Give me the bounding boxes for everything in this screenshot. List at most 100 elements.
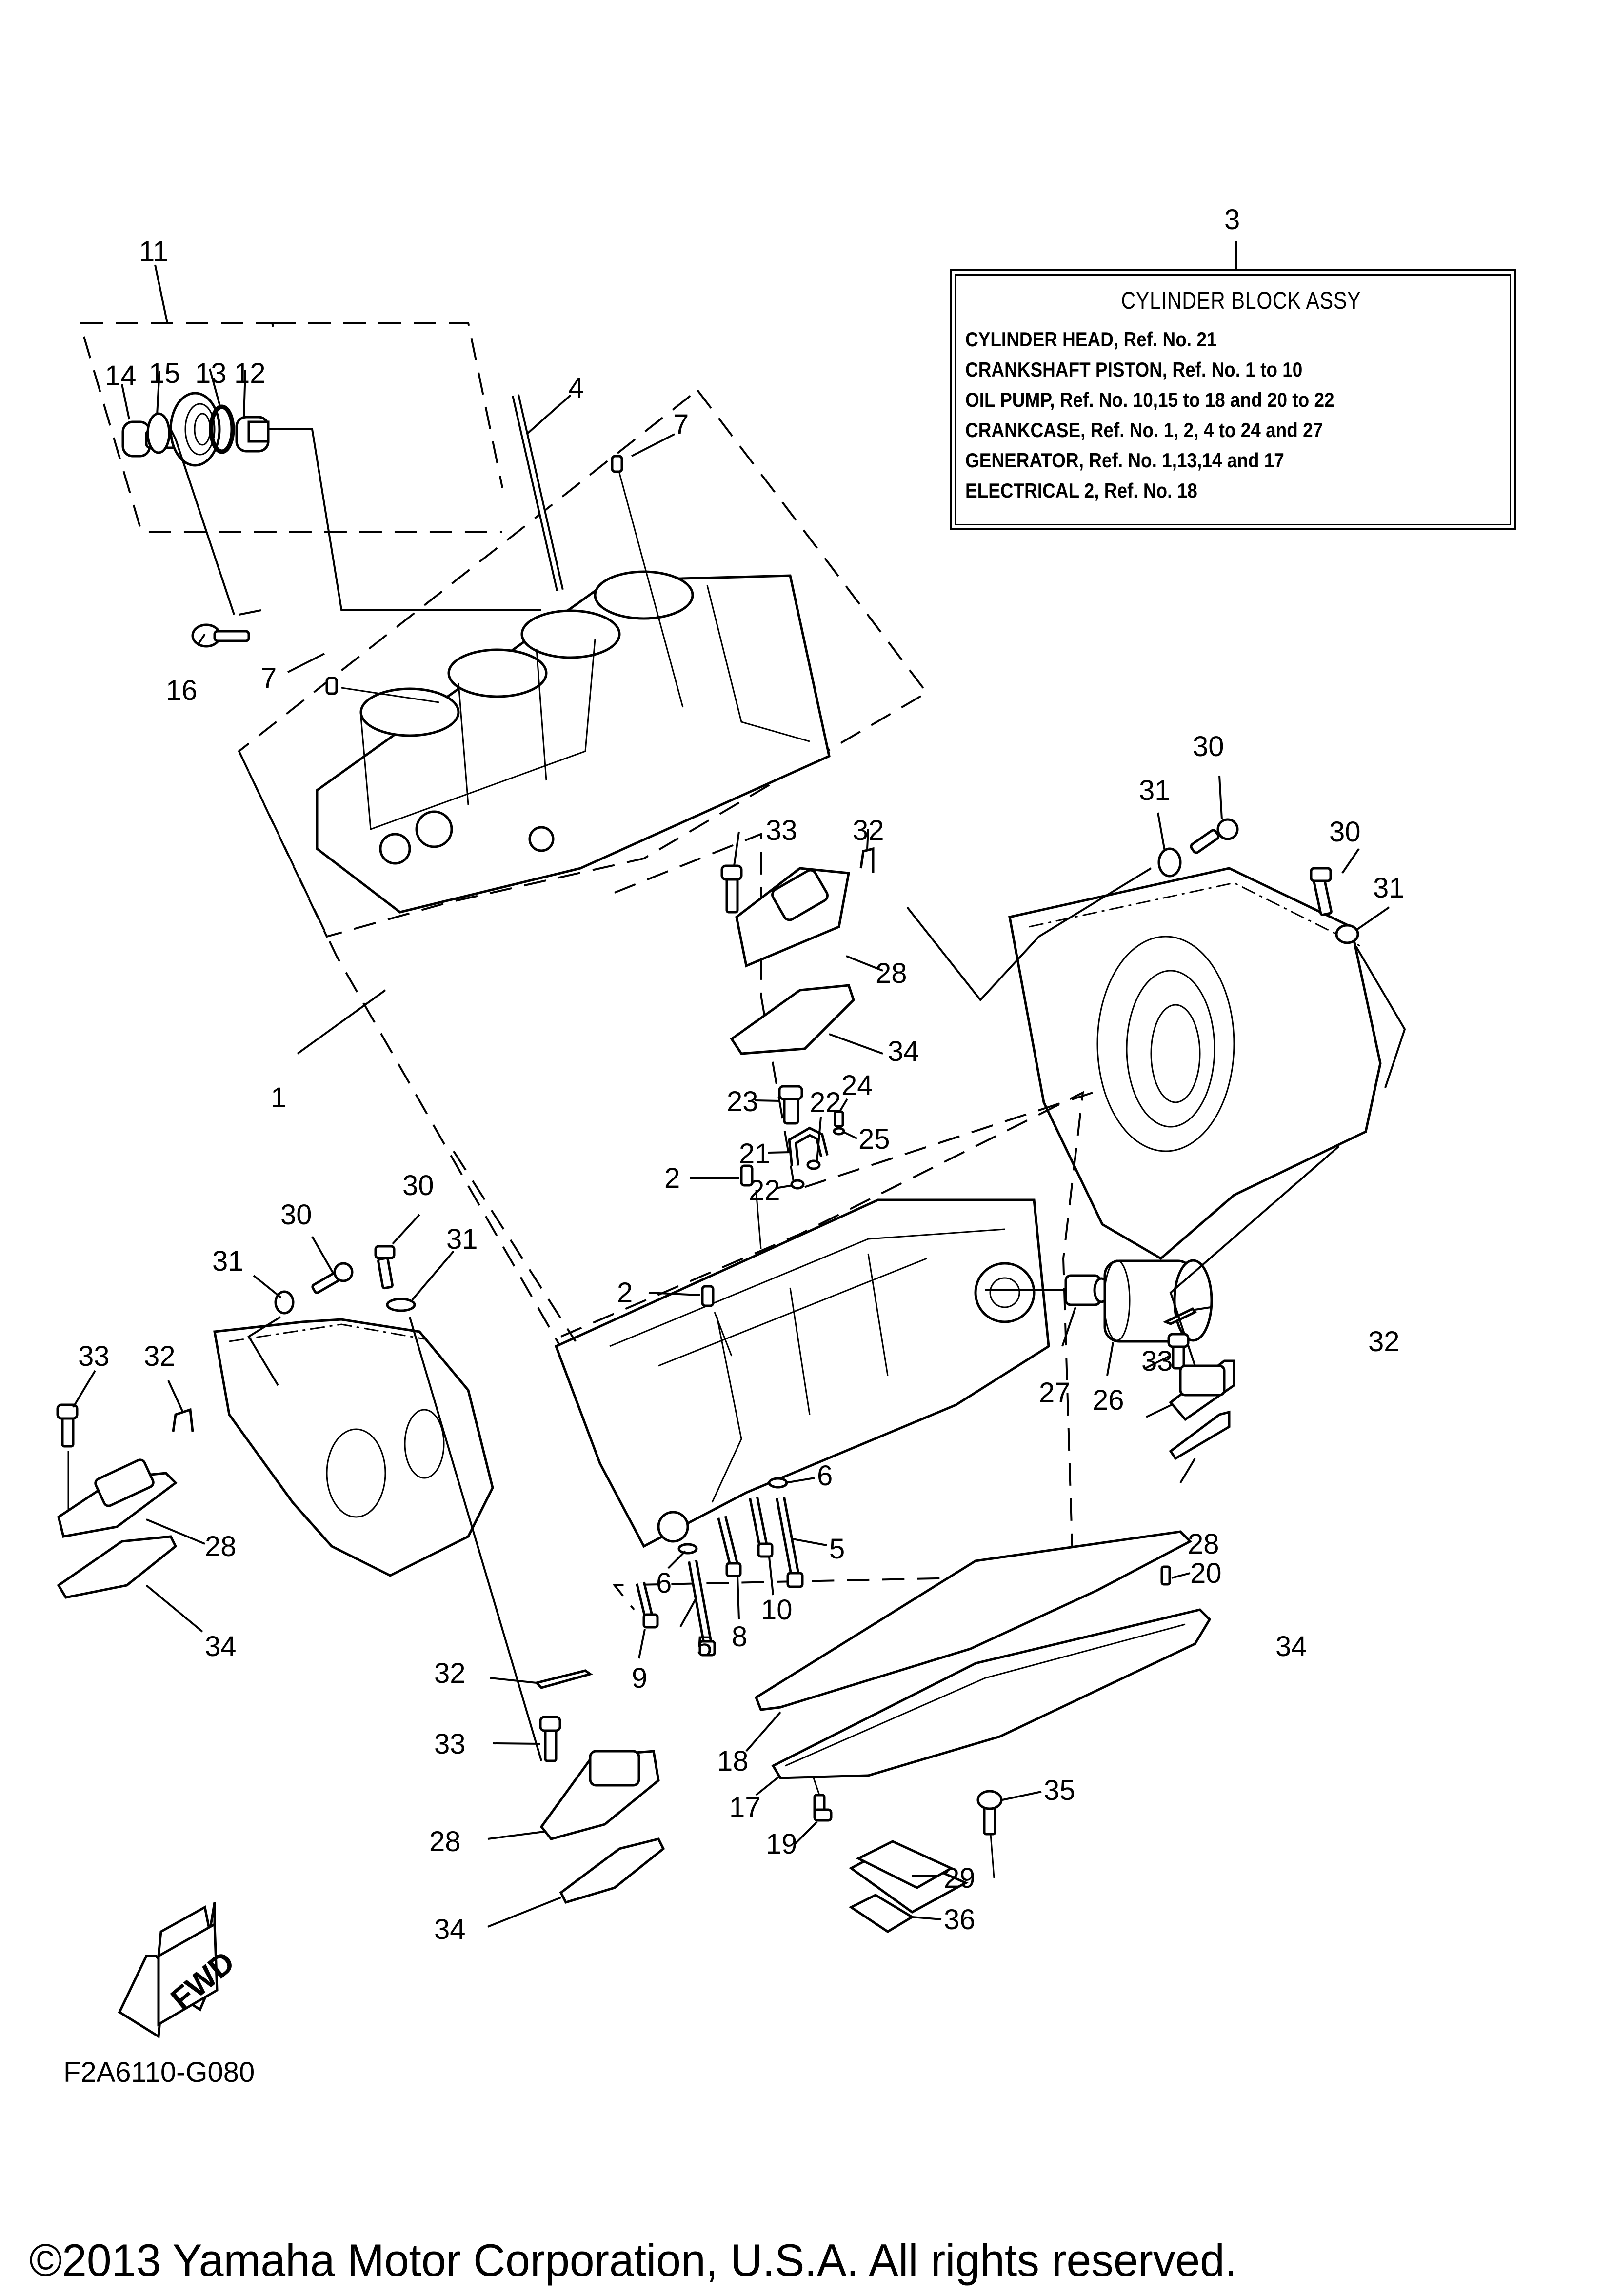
callout-18: 18 xyxy=(717,1745,749,1777)
callout-32: 32 xyxy=(144,1340,176,1372)
callout-8: 8 xyxy=(732,1621,747,1653)
callout-32: 32 xyxy=(853,815,884,846)
plate-34-left xyxy=(57,1535,178,1599)
union-bolt-27 xyxy=(1064,1274,1110,1306)
bolt-23 xyxy=(778,1085,803,1125)
callout-15: 15 xyxy=(149,358,180,389)
engine-mount-28-upper xyxy=(735,867,850,968)
gasket-18 xyxy=(754,1530,1193,1711)
callout-34: 34 xyxy=(205,1631,237,1662)
callout-33: 33 xyxy=(78,1340,110,1372)
engine-mount-28-right xyxy=(1169,1359,1235,1421)
bolt-16 xyxy=(191,623,250,648)
callout-31: 31 xyxy=(212,1245,244,1277)
callout-24: 24 xyxy=(841,1070,873,1101)
dowel-pin-7b xyxy=(325,677,338,695)
bolt-33-right xyxy=(1167,1333,1190,1370)
callout-2: 2 xyxy=(617,1277,633,1309)
callout-25: 25 xyxy=(858,1123,890,1155)
plug-12 xyxy=(235,416,270,453)
assembly-line-crankshaft-piston: CRANKSHAFT PISTON, Ref. No. 1 to 10 xyxy=(965,358,1303,381)
o-ring-22-lower xyxy=(790,1179,805,1190)
bolt-35 xyxy=(976,1790,1003,1836)
washer-31-right-a xyxy=(1157,847,1182,878)
assembly-title: CYLINDER BLOCK ASSY xyxy=(1121,287,1361,314)
crankcase xyxy=(554,1198,1050,1548)
washer-15 xyxy=(146,412,171,454)
callout-17: 17 xyxy=(729,1792,761,1823)
bolt-10 xyxy=(749,1497,774,1558)
callout-30: 30 xyxy=(1329,816,1361,848)
assembly-line-cylinder-head: CYLINDER HEAD, Ref. No. 21 xyxy=(965,328,1217,351)
callout-4: 4 xyxy=(568,372,584,404)
oil-filter-26 xyxy=(1103,1259,1213,1343)
callout-16: 16 xyxy=(166,675,198,706)
callout-12: 12 xyxy=(234,358,266,389)
bracket-32-left xyxy=(172,1408,194,1432)
callout-13: 13 xyxy=(195,358,227,389)
callout-31: 31 xyxy=(1373,872,1405,904)
callout-30: 30 xyxy=(402,1170,434,1201)
assembly-line-crankcase: CRANKCASE, Ref. No. 1, 2, 4 to 24 and 27 xyxy=(965,419,1323,441)
assembly-line-electrical-2: ELECTRICAL 2, Ref. No. 18 xyxy=(965,479,1197,502)
washer-31-right-b xyxy=(1335,924,1359,944)
callout-34: 34 xyxy=(1275,1631,1307,1662)
callout-31: 31 xyxy=(446,1223,478,1255)
callout-14: 14 xyxy=(105,360,137,392)
left-cover-dashed-outline xyxy=(453,1150,577,1342)
bolt-30-left-a xyxy=(311,1262,354,1294)
callout-36: 36 xyxy=(944,1904,976,1936)
callout-10: 10 xyxy=(761,1594,793,1626)
callout-33: 33 xyxy=(1141,1345,1173,1377)
callout-29: 29 xyxy=(944,1862,976,1894)
callout-19: 19 xyxy=(766,1828,797,1860)
callout-35: 35 xyxy=(1044,1775,1075,1806)
copyright-notice: ©2013 Yamaha Motor Corporation, U.S.A. A… xyxy=(29,2235,1237,2286)
crankcase-dashed-outline xyxy=(560,1091,1084,1611)
callout-33: 33 xyxy=(766,815,797,846)
engine-mount-28-left xyxy=(57,1458,178,1538)
oil-pan-17 xyxy=(771,1608,1212,1779)
o-ring-25 xyxy=(833,1127,845,1136)
callout-7: 7 xyxy=(261,662,277,694)
callout-1: 1 xyxy=(271,1082,286,1114)
callout-34: 34 xyxy=(888,1036,919,1067)
dowel-pin-24 xyxy=(834,1110,844,1128)
callout-28: 28 xyxy=(1188,1528,1219,1560)
bolt-30-left-b xyxy=(374,1245,396,1290)
washer-6-left xyxy=(677,1543,698,1555)
forward-arrow-icon: FWD xyxy=(118,1902,241,2039)
bolt-5-left xyxy=(688,1560,716,1657)
bolt-19 xyxy=(813,1794,833,1822)
callout-22: 22 xyxy=(749,1175,780,1206)
assembly-line-generator: GENERATOR, Ref. No. 1,13,14 and 17 xyxy=(965,449,1284,472)
diagram-reference-code: F2A6110-G080 xyxy=(63,2056,255,2088)
engine-mount-28-lower xyxy=(539,1750,660,1840)
callout-9: 9 xyxy=(632,1662,647,1694)
callout-21: 21 xyxy=(739,1138,771,1170)
bracket-32-lower xyxy=(534,1669,593,1689)
callout-6: 6 xyxy=(656,1567,672,1599)
callout-28: 28 xyxy=(876,958,907,989)
callout-2: 2 xyxy=(664,1162,680,1194)
callout-23: 23 xyxy=(727,1086,758,1118)
generator-cover-right xyxy=(1008,867,1382,1260)
callout-22: 22 xyxy=(810,1087,841,1118)
washer-31-left-b xyxy=(386,1298,416,1312)
bolt-33-upper xyxy=(720,864,743,914)
bolt-30-right-b xyxy=(1310,867,1333,916)
callout-34: 34 xyxy=(434,1914,466,1945)
callout-11: 11 xyxy=(139,236,168,267)
bolt-33-left xyxy=(56,1403,79,1448)
callout-26: 26 xyxy=(1093,1384,1124,1416)
callout-30: 30 xyxy=(1193,731,1224,762)
plate-34-upper xyxy=(730,984,855,1055)
callout-5: 5 xyxy=(697,1631,712,1662)
callout-20: 20 xyxy=(1190,1557,1222,1589)
callout-27: 27 xyxy=(1039,1377,1071,1409)
bolt-33-lower xyxy=(539,1716,561,1762)
generator-cover-left xyxy=(213,1318,494,1577)
callout-5: 5 xyxy=(829,1533,845,1565)
callout-32: 32 xyxy=(1368,1326,1400,1358)
callout-33: 33 xyxy=(434,1728,466,1760)
